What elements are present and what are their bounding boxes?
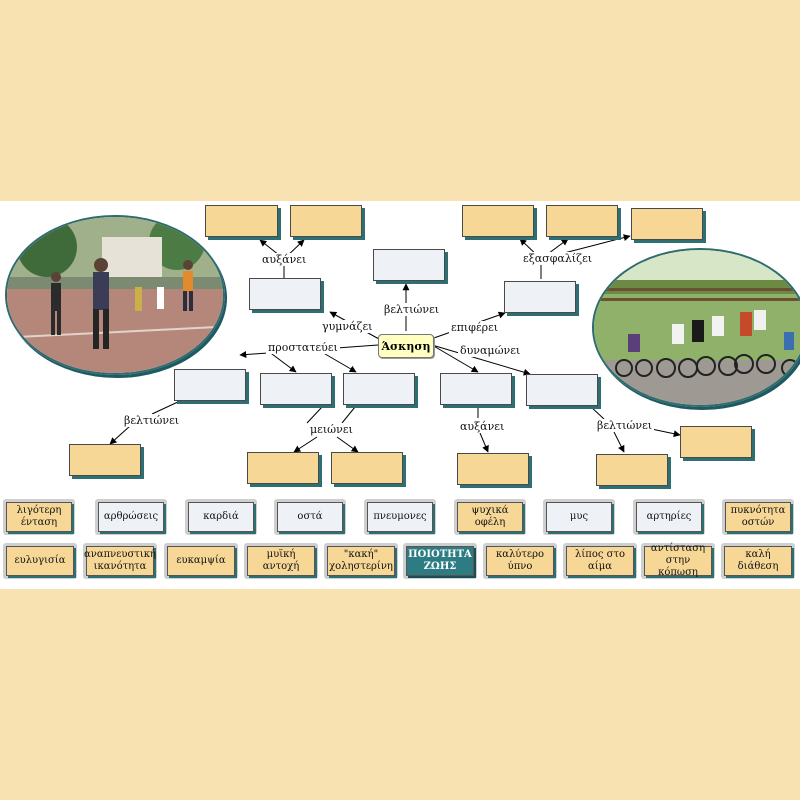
link-dynamonei: δυναμώνει bbox=[458, 344, 523, 357]
slot-veltionei-left[interactable] bbox=[69, 444, 141, 476]
slot-prostatevei-2[interactable] bbox=[260, 373, 332, 405]
link-veltionei-right: βελτιώνει bbox=[595, 419, 655, 432]
slot-prostatevei-3[interactable] bbox=[343, 373, 415, 405]
slot-veltionei-right-1[interactable] bbox=[596, 454, 668, 486]
tile-anapnevstiki-ikanotita[interactable]: αναπνευστική ικανότητα bbox=[83, 543, 157, 579]
tile-lipos-sto-aima[interactable]: λίπος στο αίμα bbox=[563, 543, 637, 579]
tile-ligoteri-entasi[interactable]: λιγότερη ένταση bbox=[3, 499, 75, 535]
basketball-photo bbox=[5, 215, 225, 375]
slot-veltionei-top[interactable] bbox=[373, 249, 445, 281]
slot-auxanei-1[interactable] bbox=[205, 205, 278, 237]
tile-poiotita-zois[interactable]: ΠΟΙΟΤΗΤΑ ΖΩΗΣ bbox=[403, 543, 477, 579]
tile-kardia[interactable]: καρδιά bbox=[185, 499, 257, 535]
tile-antistasi-stin-kopwsi[interactable]: αντίσταση στην κόπωση bbox=[641, 543, 715, 579]
slot-epiferei[interactable] bbox=[504, 281, 576, 313]
tile-kaki-cholisterini[interactable]: "κακή" χοληστερίνη bbox=[324, 543, 398, 579]
slot-exasfalizei-2[interactable] bbox=[546, 205, 618, 237]
link-gymnazei: γυμνάζει bbox=[320, 320, 375, 333]
tile-evlygisia[interactable]: ευλυγισία bbox=[3, 543, 77, 579]
link-exasfalizei: εξασφαλίζει bbox=[521, 252, 595, 265]
tile-artiries[interactable]: αρτηρίες bbox=[633, 499, 705, 535]
tile-psychika-ofeli[interactable]: ψυχικά οφέλη bbox=[454, 499, 526, 535]
slot-meionei-2[interactable] bbox=[331, 452, 403, 484]
tile-kalytero-ypno[interactable]: καλύτερο ύπνο bbox=[483, 543, 557, 579]
slot-prostatevei-1[interactable] bbox=[174, 369, 246, 401]
slot-dynamonei-1[interactable] bbox=[440, 373, 512, 405]
slot-meionei-1[interactable] bbox=[247, 452, 319, 484]
tile-mys[interactable]: μυς bbox=[543, 499, 615, 535]
slot-dynamonei-2[interactable] bbox=[526, 374, 598, 406]
slot-veltionei-right-2[interactable] bbox=[680, 426, 752, 458]
link-auxanei-bottom: αυξάνει bbox=[458, 420, 507, 433]
link-prostatevei: προστατεύει bbox=[266, 341, 340, 354]
tile-kali-diathesi[interactable]: καλή διάθεση bbox=[721, 543, 795, 579]
center-node-exercise: Άσκηση bbox=[378, 334, 434, 358]
cyclists-photo bbox=[592, 248, 800, 407]
tile-osta[interactable]: οστά bbox=[274, 499, 346, 535]
slot-auxanei-2[interactable] bbox=[290, 205, 362, 237]
slot-gymnazei[interactable] bbox=[249, 278, 321, 310]
link-auxanei-top: αυξάνει bbox=[260, 253, 309, 266]
slot-exasfalizei-1[interactable] bbox=[462, 205, 534, 237]
tile-arthroseis[interactable]: αρθρώσεις bbox=[95, 499, 167, 535]
link-epiferei: επιφέρει bbox=[449, 321, 501, 334]
slot-exasfalizei-3[interactable] bbox=[631, 208, 703, 240]
tile-myiki-antochi[interactable]: μυϊκή αντοχή bbox=[244, 543, 318, 579]
link-veltionei-left: βελτιώνει bbox=[122, 414, 182, 427]
tile-efkampsia[interactable]: ευκαμψία bbox=[164, 543, 238, 579]
tile-pyknotita-oston[interactable]: πυκνότητα οστών bbox=[722, 499, 794, 535]
tile-pneumones[interactable]: πνευμονες bbox=[364, 499, 436, 535]
link-veltionei-top: βελτιώνει bbox=[382, 303, 442, 316]
slot-auxanei-bottom[interactable] bbox=[457, 453, 529, 485]
concept-map-board: Άσκηση αυξάνει γυμνάζει βελτιώνει επιφέρ… bbox=[0, 201, 800, 589]
link-meionei: μειώνει bbox=[308, 423, 355, 436]
